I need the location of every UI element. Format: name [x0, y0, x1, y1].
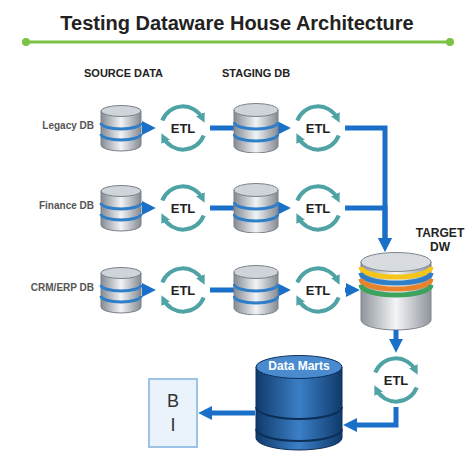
etl-process: ETL: [156, 181, 210, 235]
etl-label: ETL: [171, 121, 196, 136]
flow-arrow: [210, 206, 278, 211]
etl-label: ETL: [306, 283, 331, 298]
etl-process: ETL: [291, 181, 345, 235]
etl-label: ETL: [171, 201, 196, 216]
database-cylinder: [100, 185, 142, 231]
source-database: CRM/ERP DB: [22, 267, 142, 313]
etl-process: ETL: [156, 263, 210, 317]
diagram-title: Testing Dataware House Architecture: [0, 12, 474, 35]
staging-database: [234, 266, 278, 316]
flow-arrow: [394, 330, 399, 340]
source-label: Finance DB: [22, 199, 94, 213]
staging-database: [234, 104, 278, 154]
database-cylinder: [360, 252, 432, 330]
etl-process: ETL: [156, 101, 210, 155]
flow-arrow: [142, 288, 143, 293]
flow-arrow: [142, 126, 143, 131]
data-mart-label: Data Marts: [255, 359, 343, 374]
source-label: Legacy DB: [22, 119, 94, 133]
flow-arrow: [211, 411, 255, 416]
etl-process: ETL: [291, 101, 345, 155]
data-mart-cylinder: Data Marts: [255, 355, 343, 450]
database-cylinder: [100, 267, 142, 313]
etl-label: ETL: [306, 121, 331, 136]
source-label: CRM/ERP DB: [22, 281, 94, 295]
column-heading: STAGING DB: [222, 67, 290, 79]
etl-process: ETL: [291, 263, 345, 317]
flow-arrow: [210, 126, 278, 131]
flow-arrow: [345, 128, 385, 239]
bi-label: B I: [165, 389, 181, 437]
flow-arrow: [345, 208, 385, 239]
etl-label: ETL: [306, 201, 331, 216]
column-heading: SOURCE DATA: [84, 67, 163, 79]
flow-arrow: [356, 407, 396, 425]
flow-arrow: [142, 206, 143, 211]
etl-process: ETL: [369, 353, 423, 407]
etl-label: ETL: [384, 373, 409, 388]
etl-label: ETL: [171, 283, 196, 298]
database-cylinder: [100, 105, 142, 151]
source-database: Legacy DB: [22, 105, 142, 151]
warehouse-label: TARGET DW: [412, 226, 468, 254]
staging-database: [234, 184, 278, 234]
flow-arrow: [345, 288, 347, 293]
flow-arrow: [210, 288, 278, 293]
target-warehouse: TARGET DW: [360, 252, 432, 330]
source-database: Finance DB: [22, 185, 142, 231]
title-underline: [22, 38, 454, 46]
bi-box: B I: [148, 378, 198, 448]
